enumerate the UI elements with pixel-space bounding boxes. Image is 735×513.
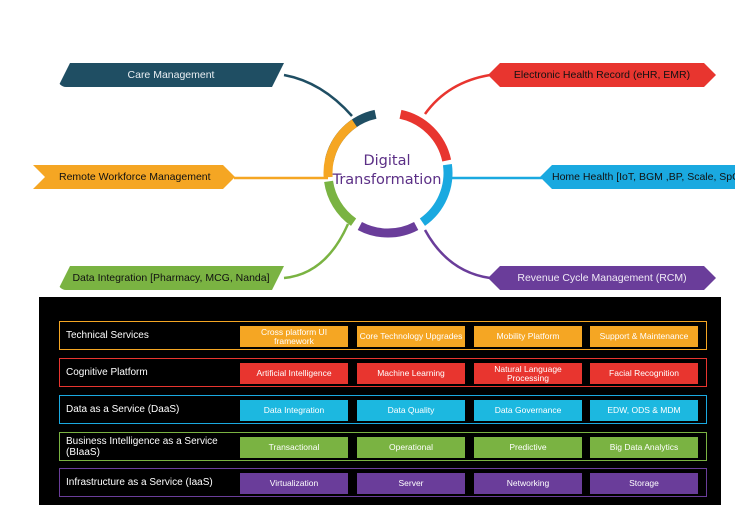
service-row-label: Technical Services — [66, 330, 149, 341]
branch-data-integration: Data Integration [Pharmacy, MCG, Nanda] — [58, 266, 284, 290]
service-cell: Transactional — [240, 437, 348, 458]
branch-connectors — [234, 73, 542, 280]
service-row: Business Intelligence as a Service (BIaa… — [59, 432, 707, 461]
connector-care — [283, 73, 353, 117]
service-cell: Core Technology Upgrades — [357, 326, 465, 347]
service-cell: Support & Maintenance — [590, 326, 698, 347]
ring-segment-remote — [323, 119, 358, 178]
service-row: Infrastructure as a Service (IaaS) Virtua… — [59, 468, 707, 497]
connector-rcm — [423, 229, 491, 280]
connector-data-integration — [283, 223, 350, 280]
branch-rcm: Revenue Cycle Management (RCM) — [488, 266, 716, 290]
service-row-label: Infrastructure as a Service (IaaS) — [66, 477, 213, 488]
service-row: Technical Services Cross platform UI fram… — [59, 321, 707, 350]
branch-data-integration-label: Data Integration [Pharmacy, MCG, Nanda] — [72, 272, 270, 284]
branch-ehr: Electronic Health Record (eHR, EMR) — [488, 63, 716, 87]
transformation-wheel — [234, 73, 542, 280]
branch-rcm-label: Revenue Cycle Management (RCM) — [517, 272, 687, 284]
center-ring — [323, 109, 453, 238]
service-cell: Artificial Intelligence — [240, 363, 348, 384]
service-row-label: Data as a Service (DaaS) — [66, 404, 180, 415]
branch-care-management: Care Management — [58, 63, 284, 87]
center-title-line1: Digital — [363, 153, 411, 169]
branch-remote-workforce: Remote Workforce Management — [33, 165, 235, 189]
branch-remote-workforce-label: Remote Workforce Management — [59, 171, 211, 183]
branch-home-health-label: Home Health [IoT, BGM ,BP, Scale, SpO — [552, 171, 735, 183]
service-row: Data as a Service (DaaS) Data Integration… — [59, 395, 707, 424]
service-cell: Data Quality — [357, 400, 465, 421]
service-cell: Networking — [474, 473, 582, 494]
service-cell: Operational — [357, 437, 465, 458]
service-cell: Natural Language Processing — [474, 363, 582, 384]
service-cell: Storage — [590, 473, 698, 494]
service-cell: Data Governance — [474, 400, 582, 421]
branch-home-health: Home Health [IoT, BGM ,BP, Scale, SpO — [540, 165, 735, 189]
service-cell: Machine Learning — [357, 363, 465, 384]
service-cell: Virtualization — [240, 473, 348, 494]
services-panel: Technical Services Cross platform UI fram… — [39, 297, 721, 505]
service-cell: Predictive — [474, 437, 582, 458]
branch-ehr-label: Electronic Health Record (eHR, EMR) — [513, 69, 691, 81]
branch-care-management-label: Care Management — [127, 69, 215, 81]
service-cell: Data Integration — [240, 400, 348, 421]
service-cell: Big Data Analytics — [590, 437, 698, 458]
service-row-label: Business Intelligence as a Service (BIaa… — [66, 435, 218, 458]
center-title: Digital Transformation — [322, 152, 452, 190]
ring-segment-ehr — [399, 109, 452, 162]
center-title-line2: Transformation — [332, 172, 442, 188]
service-cell: Cross platform UI framework — [240, 326, 348, 347]
ring-segment-home-health — [419, 164, 453, 226]
service-cell: Facial Recognition — [590, 363, 698, 384]
service-cell: Mobility Platform — [474, 326, 582, 347]
service-cell: EDW, ODS & MDM — [590, 400, 698, 421]
connector-ehr — [423, 73, 491, 115]
service-cell: Server — [357, 473, 465, 494]
service-row: Cognitive Platform Artificial Intelligenc… — [59, 358, 707, 387]
ring-segment-data-integration — [324, 180, 357, 226]
service-row-label: Cognitive Platform — [66, 367, 148, 378]
ring-segment-rcm — [357, 221, 419, 238]
